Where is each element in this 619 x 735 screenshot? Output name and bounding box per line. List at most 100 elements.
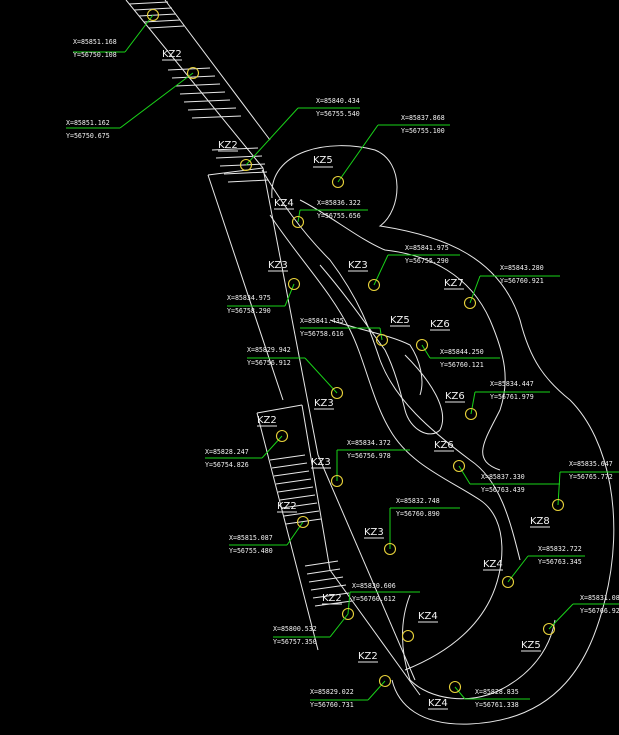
pile-label: KZ4 — [418, 611, 438, 622]
coord-y: Y=56756.912 — [247, 359, 291, 367]
coord-y: Y=56755.656 — [317, 212, 361, 220]
pile-label: KZ2 — [358, 651, 378, 662]
leader-line — [284, 283, 295, 307]
coord-y: Y=56750.675 — [66, 132, 110, 140]
coord-y: Y=56750.108 — [73, 51, 117, 59]
coord-y: Y=56760.731 — [310, 701, 354, 709]
pile-marker — [501, 575, 515, 589]
stair-treads-upper — [128, 1, 269, 183]
coord-x: X=85834.447 — [490, 380, 534, 388]
leader-line — [470, 391, 476, 415]
pile-marker — [463, 296, 477, 310]
pile-marker — [146, 8, 160, 22]
coord-y: Y=56765.772 — [569, 473, 613, 481]
pile-label: KZ2 — [322, 593, 342, 604]
coord-y: Y=56755.480 — [229, 547, 273, 555]
pile-marker — [551, 498, 565, 512]
coord-x: X=85840.434 — [316, 97, 360, 105]
pile-label: KZ4 — [274, 198, 294, 209]
coord-x: X=85829.942 — [247, 346, 291, 354]
pile-label: KZ3 — [314, 398, 334, 409]
coord-y: Y=56761.338 — [475, 701, 519, 709]
pile-marker — [239, 158, 253, 172]
pile-marker — [291, 215, 305, 229]
pile-p22: KZ5 X=85831.080Y=56766.924 — [521, 594, 619, 652]
pile-marker — [452, 459, 466, 473]
coord-y: Y=56758.616 — [300, 330, 344, 338]
leader-line — [261, 435, 283, 459]
pile-marker — [331, 175, 345, 189]
coord-x: X=85832.748 — [396, 497, 440, 505]
pile-label: KZ7 — [444, 278, 464, 289]
leader-line — [124, 14, 154, 53]
coord-x: X=85831.080 — [580, 594, 619, 602]
leader-line — [297, 209, 301, 223]
coord-x: X=85834.975 — [227, 294, 271, 302]
pile-label: KZ2 — [162, 49, 182, 60]
pile-label: KZ5 — [521, 640, 541, 651]
pile-marker — [330, 386, 344, 400]
leader-line — [379, 327, 383, 341]
pile-marker — [330, 474, 344, 488]
coord-x: X=85830.606 — [352, 582, 396, 590]
coord-x: X=85834.372 — [347, 439, 391, 447]
pile-label: KZ6 — [434, 440, 454, 451]
coord-y: Y=56760.890 — [396, 510, 440, 518]
pile-marker — [401, 629, 415, 643]
coord-y: Y=56760.921 — [500, 277, 544, 285]
pile-p21: KZ4 — [401, 611, 438, 643]
pile-marker — [383, 542, 397, 556]
leader-line — [421, 344, 431, 359]
pile-marker — [287, 277, 301, 291]
pile-label: KZ6 — [430, 319, 450, 330]
pile-marker — [415, 338, 429, 352]
coord-x: X=85837.330 — [481, 473, 525, 481]
coord-x: X=85836.322 — [317, 199, 361, 207]
coord-y: Y=56754.826 — [205, 461, 249, 469]
pile-label: KZ3 — [348, 260, 368, 271]
leader-line — [507, 555, 529, 583]
pile-marker — [341, 607, 355, 621]
leader-line — [245, 107, 299, 166]
leader-line — [119, 72, 194, 129]
pile-marker — [378, 674, 392, 688]
pile-label: KZ2 — [257, 415, 277, 426]
inner-curve-1 — [261, 169, 521, 561]
pile-marker — [296, 515, 310, 529]
coord-y: Y=56763.345 — [538, 558, 582, 566]
coord-y: Y=56761.979 — [490, 393, 534, 401]
coord-y: Y=56755.290 — [405, 257, 449, 265]
curved-outlines — [261, 145, 615, 725]
coord-y: Y=56763.439 — [481, 486, 525, 494]
pile-label: KZ3 — [364, 527, 384, 538]
coord-x: X=85841.435 — [300, 317, 344, 325]
pile-marker — [375, 333, 389, 347]
leader-line — [304, 357, 338, 394]
inner-curve-6 — [329, 319, 423, 396]
coord-y: Y=56757.350 — [273, 638, 317, 646]
leader-line — [367, 680, 386, 701]
pile-label: KZ5 — [390, 315, 410, 326]
leader-line — [458, 465, 471, 485]
pile-marker — [464, 407, 478, 421]
outer-curve — [271, 145, 615, 725]
coord-y: Y=56760.612 — [352, 595, 396, 603]
coord-y: Y=56766.924 — [580, 607, 619, 615]
